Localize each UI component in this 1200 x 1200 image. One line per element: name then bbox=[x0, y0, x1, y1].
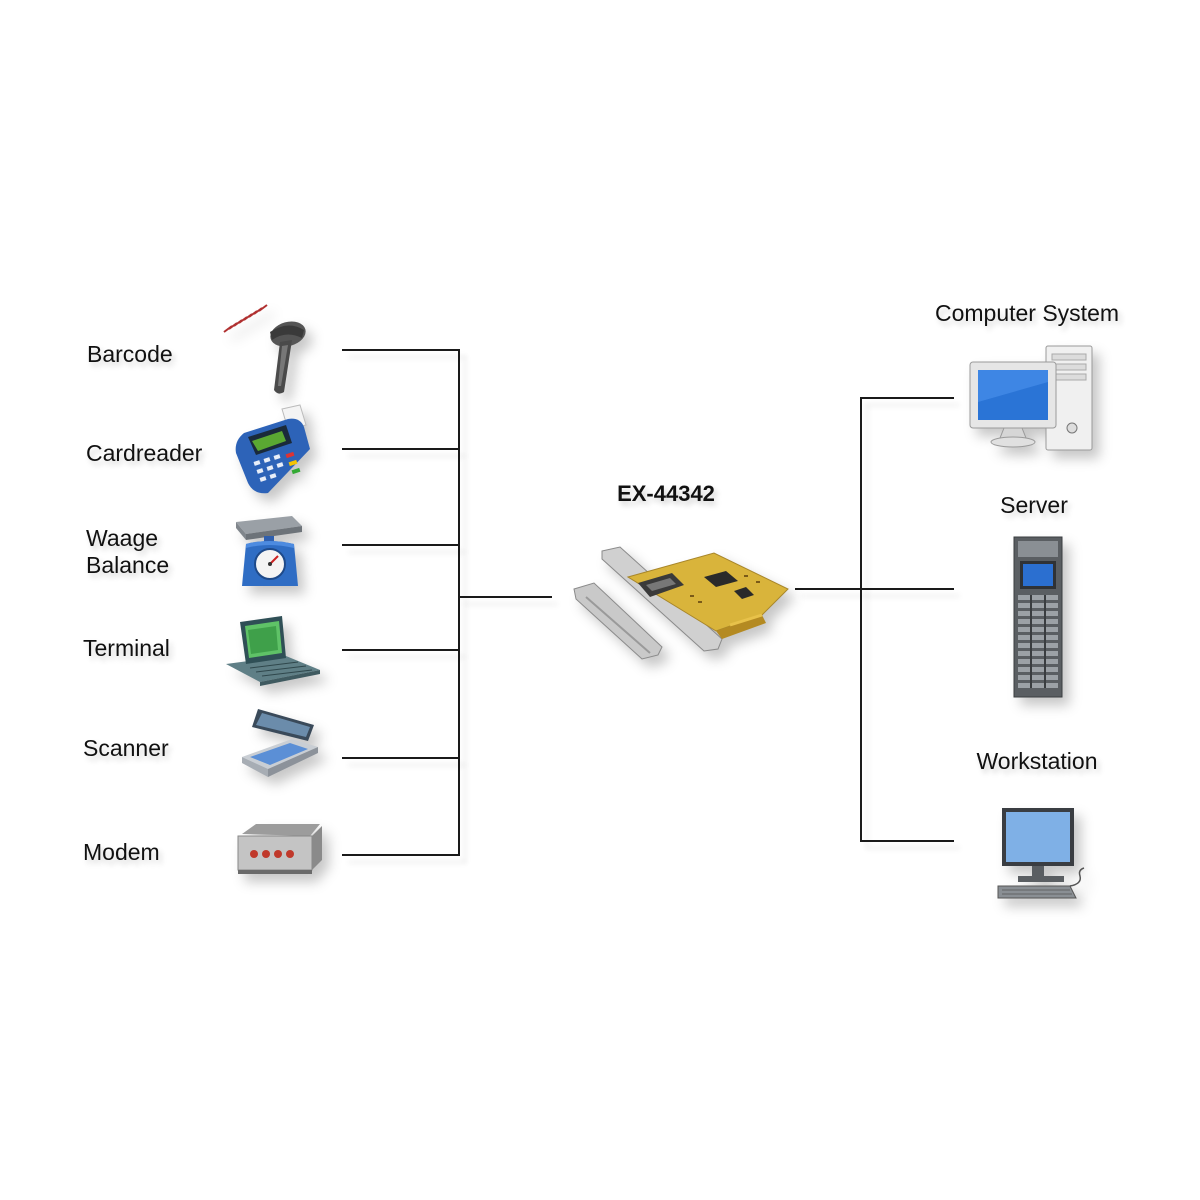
card-terminal-icon bbox=[230, 403, 322, 495]
flatbed-scanner-icon bbox=[238, 705, 322, 781]
scale-icon bbox=[232, 512, 306, 590]
connector-workstation bbox=[860, 840, 954, 842]
connector-barcode bbox=[342, 349, 460, 351]
label-server: Server bbox=[1000, 492, 1068, 518]
label-scanner: Scanner bbox=[83, 735, 169, 761]
connector-terminal bbox=[342, 649, 460, 651]
connector-left-to-hub bbox=[458, 596, 552, 598]
label-balance: Balance bbox=[86, 552, 170, 578]
terminal-icon bbox=[220, 614, 324, 686]
label-terminal: Terminal bbox=[83, 635, 170, 661]
label-cardreader: Cardreader bbox=[86, 440, 203, 466]
label-hub: EX-44342 bbox=[617, 481, 715, 506]
connector-waage bbox=[342, 544, 460, 546]
connector-modem bbox=[342, 854, 460, 856]
connector-cardreader bbox=[342, 448, 460, 450]
connector-computer bbox=[860, 397, 954, 399]
desktop-computer-icon bbox=[968, 342, 1098, 454]
connector-server bbox=[860, 588, 954, 590]
label-barcode: Barcode bbox=[87, 341, 173, 367]
label-computer-system: Computer System bbox=[934, 300, 1120, 326]
pcie-card-icon bbox=[566, 545, 789, 665]
label-modem: Modem bbox=[83, 839, 160, 865]
connector-right-trunk bbox=[860, 397, 862, 841]
modem-icon bbox=[234, 822, 324, 880]
workstation-icon bbox=[996, 806, 1086, 902]
connector-left-trunk bbox=[458, 349, 460, 856]
barcode-scanner-icon bbox=[218, 302, 308, 398]
label-workstation: Workstation bbox=[976, 748, 1098, 774]
server-rack-icon bbox=[1012, 535, 1064, 699]
connector-scanner bbox=[342, 757, 460, 759]
label-waage: Waage bbox=[86, 525, 159, 551]
connector-hub-to-right bbox=[795, 588, 861, 590]
